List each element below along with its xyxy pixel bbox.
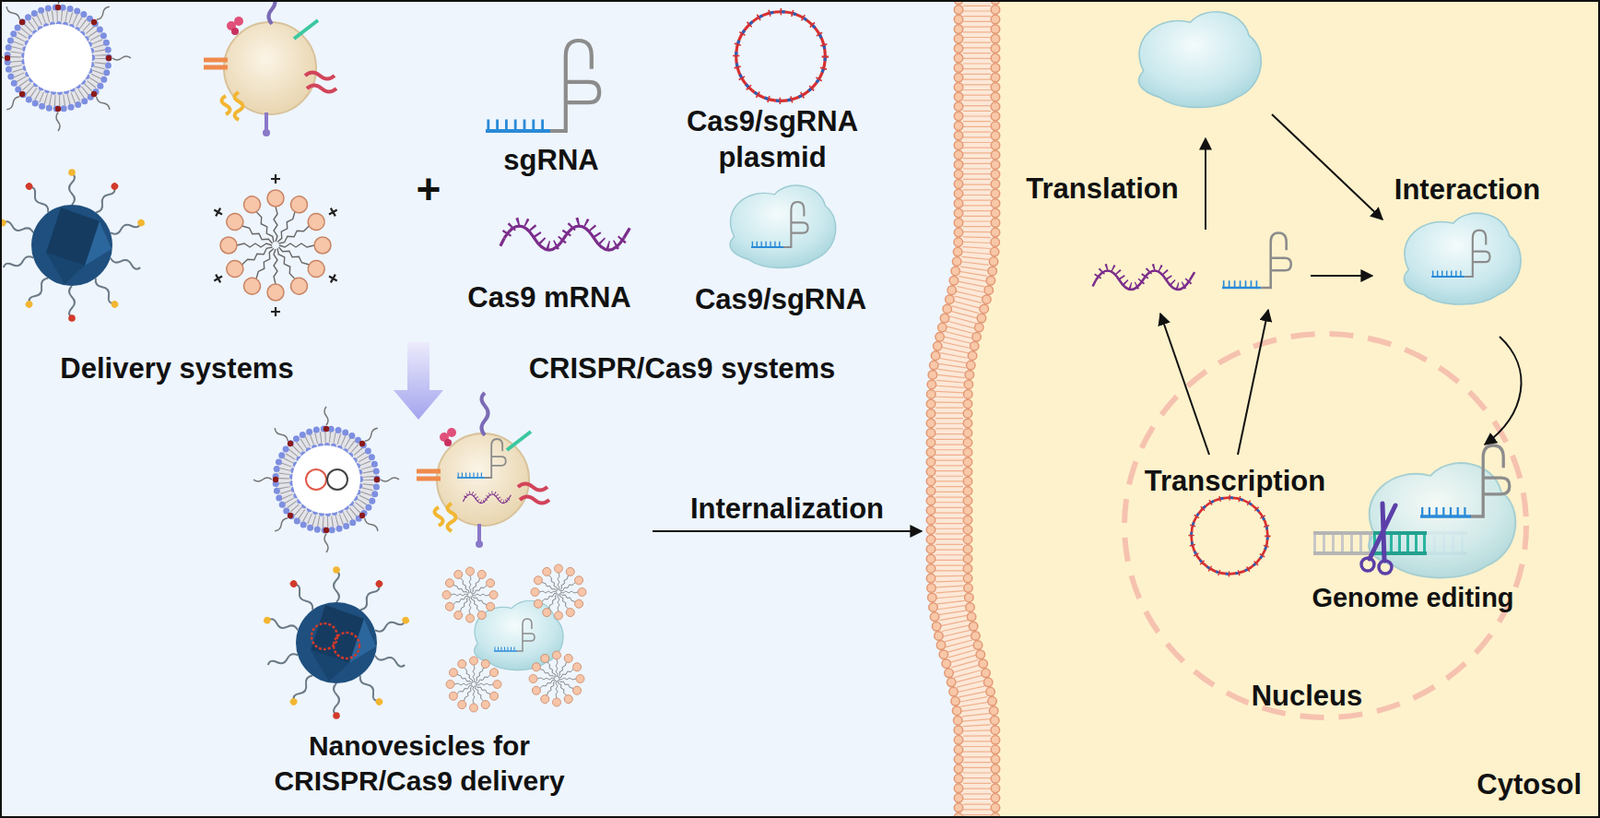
cytosol-region: Cytosol Nucleus — [921, 0, 1600, 818]
cargo-mrna — [462, 492, 511, 503]
text-label: Cas9 mRNA — [467, 280, 631, 317]
node-label: Nucleus — [1102, 677, 1512, 715]
liposome-icon — [0, 0, 131, 131]
extracellular-background — [0, 0, 977, 818]
loaded-liposome — [253, 406, 400, 553]
cargo-ring — [327, 469, 348, 490]
small-micelle — [529, 650, 585, 706]
text-label: Transcription — [1144, 463, 1326, 500]
text-label: sgRNA — [503, 142, 599, 179]
rnp-sgrna-icon — [751, 201, 809, 248]
cas9-protein-icon — [729, 185, 836, 268]
small-micelle — [530, 564, 587, 620]
node-label: Nanovesicles for CRISPR/Cas9 delivery — [244, 728, 595, 800]
text-label: Genome editing — [1311, 580, 1514, 614]
nucleus-outline — [1120, 329, 1530, 721]
plasmid-icon — [736, 11, 826, 102]
combine-arrow — [393, 341, 444, 420]
connector-arrow — [652, 529, 922, 532]
connector-label: Internalization — [690, 491, 884, 528]
nucleus-circle: Nucleus — [1120, 329, 1530, 721]
text-label: + — [416, 163, 442, 217]
text-label: Cas9/sgRNA plasmid — [670, 104, 874, 177]
mrna-icon — [500, 222, 630, 250]
vesicle-group: Nanovesicles for CRISPR/Cas9 delivery — [244, 387, 653, 807]
cargo-ring — [305, 469, 327, 490]
node-label: Cytosol — [1476, 765, 1582, 803]
delivery-system-icons — [0, 0, 340, 322]
sgrna-icon — [485, 40, 600, 131]
loaded-exosome — [416, 392, 550, 548]
cargo-plasmid — [311, 623, 338, 649]
crispr-system-icons — [485, 11, 836, 269]
micelle-icon — [211, 174, 340, 317]
cargo-plasmid — [333, 632, 360, 659]
small-micelle — [446, 656, 502, 712]
text-label: Cas9/sgRNA — [694, 282, 867, 318]
text-label: Translation — [1025, 171, 1178, 208]
loaded-nanoparticle — [262, 565, 411, 719]
cargo-protein — [474, 600, 565, 670]
loaded-nanovesicles — [253, 392, 587, 719]
text-label: Delivery systems — [59, 351, 294, 388]
cargo-sgrna — [457, 438, 506, 478]
small-micelle — [442, 566, 498, 623]
exosome-icon — [203, 0, 337, 137]
text-label: CRISPR/Cas9 systems — [529, 351, 836, 388]
cargo-sgrna — [494, 618, 535, 651]
text-label: Interaction — [1394, 172, 1541, 209]
nucleus-dashed-outline — [1124, 333, 1527, 718]
nanoparticle-icon — [0, 168, 146, 322]
